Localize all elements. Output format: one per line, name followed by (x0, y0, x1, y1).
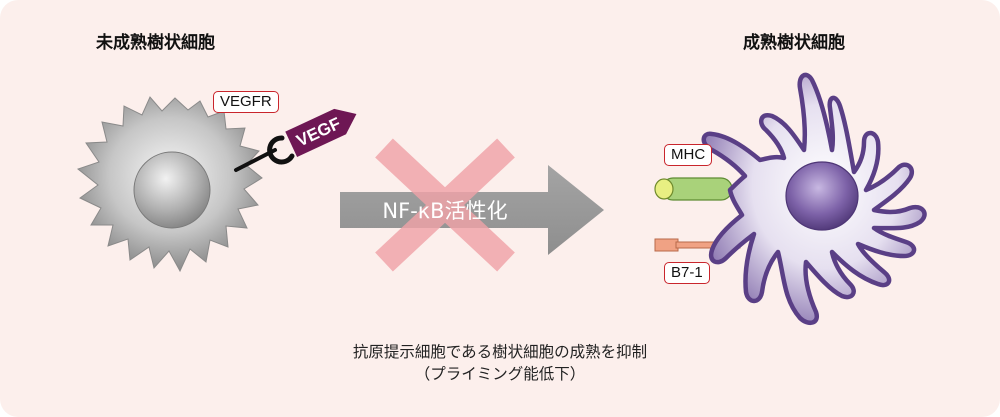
immature-cell-title: 未成熟樹状細胞 (96, 33, 215, 53)
vegfr-receptor (234, 135, 295, 172)
immature-dendritic-cell (76, 96, 263, 273)
b71-tag: B7-1 (664, 262, 710, 284)
immature-cell-nucleus (133, 151, 211, 229)
vegf-ligand: VEGF (285, 108, 357, 158)
mhc-molecule (654, 177, 733, 201)
mhc-tag: MHC (664, 144, 713, 166)
mature-cell-title: 成熟樹状細胞 (743, 33, 845, 53)
nfkb-arrow (340, 165, 604, 255)
mature-dendritic-cell (701, 72, 927, 326)
mature-cell-nucleus (785, 161, 859, 231)
caption-line-2: （プライミング能低下） (414, 365, 586, 383)
vegfr-tag: VEGFR (213, 91, 279, 113)
arrow-label: NF-κB活性化 (382, 199, 507, 223)
caption-line-1: 抗原提示細胞である樹状細胞の成熟を抑制 (352, 343, 648, 361)
block-cross-icon (375, 138, 515, 272)
